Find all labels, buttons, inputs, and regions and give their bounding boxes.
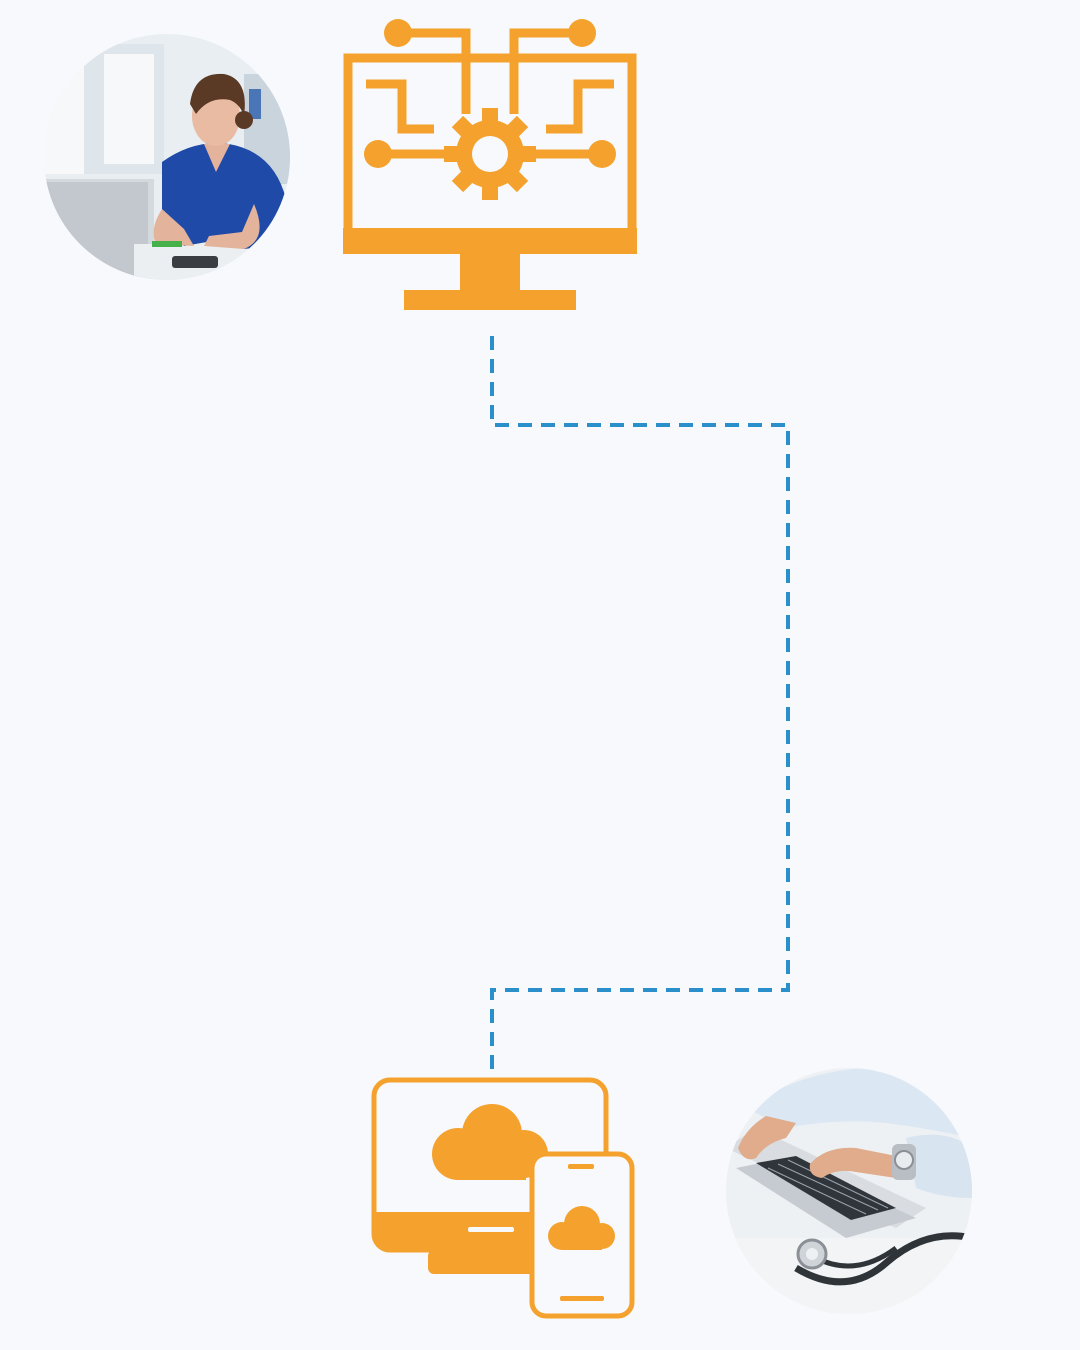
doctor-photo <box>726 1068 972 1314</box>
cloud-devices-icon <box>368 1074 638 1320</box>
nurse-photo <box>44 34 290 280</box>
monitor-gear-circuit-icon <box>338 14 642 316</box>
